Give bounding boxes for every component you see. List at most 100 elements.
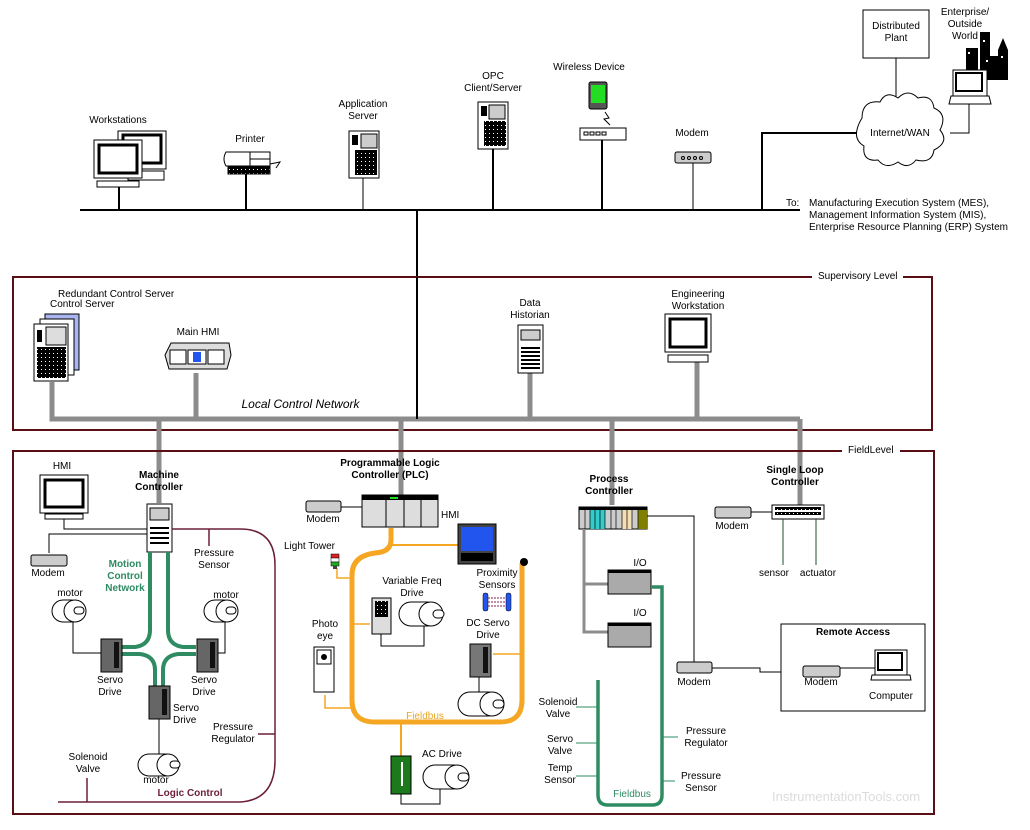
- data-historian-icon[interactable]: [517, 324, 544, 374]
- io-module-icon[interactable]: [607, 569, 652, 595]
- motion-control-network-label: Motion Control Network: [105, 559, 145, 594]
- printer-label: Printer: [235, 134, 265, 145]
- remote-computer-label: Computer: [869, 691, 913, 702]
- data-historian-label: Data Historian: [510, 298, 550, 321]
- vfd-label: Variable Freq Drive: [382, 576, 442, 599]
- enterprise-laptop-icon[interactable]: [948, 69, 992, 134]
- enterprise-world-label: Enterprise/ Outside World: [940, 7, 990, 42]
- motor-icon: [51, 599, 102, 654]
- plc-hmi-icon[interactable]: [457, 523, 497, 565]
- single-loop-modem-label: Modem: [715, 521, 749, 532]
- servo-drive-label: Servo Drive: [173, 703, 200, 726]
- engineering-workstation-icon[interactable]: [664, 313, 712, 363]
- process-solenoid-valve-label: Solenoid Valve: [538, 697, 578, 720]
- servo-drive-label: Servo Drive: [190, 675, 218, 698]
- machine-hmi-label: HMI: [52, 461, 72, 472]
- proximity-sensors-icon: [482, 592, 512, 612]
- light-tower-label: Light Tower: [284, 541, 335, 552]
- field-level-label: FieldLevel: [842, 445, 900, 457]
- machine-modem-icon[interactable]: [30, 554, 68, 567]
- motor-icon: [400, 764, 470, 805]
- motor-label: motor: [213, 590, 239, 601]
- dc-servo-drive-label: DC Servo Drive: [466, 618, 510, 641]
- plc-modem-icon[interactable]: [305, 500, 342, 513]
- main-hmi-icon[interactable]: [164, 342, 232, 370]
- plc-icon[interactable]: [361, 494, 439, 528]
- local-control-network: [49, 362, 803, 505]
- vfd-icon[interactable]: [371, 597, 392, 635]
- main-hmi-label: Main HMI: [176, 327, 220, 338]
- engineering-workstation-label: Engineering Workstation: [671, 289, 725, 312]
- application-server-icon[interactable]: [348, 130, 380, 210]
- sensor-label: sensor: [758, 568, 789, 579]
- photo-eye-icon: [313, 646, 335, 693]
- servo-drive-label: Servo Drive: [96, 675, 124, 698]
- workstations-icon[interactable]: [93, 130, 167, 210]
- local-control-network-label: Local Control Network: [241, 397, 360, 411]
- internet-cloud-icon[interactable]: [856, 92, 945, 166]
- enterprise-systems-label: Manufacturing Execution System (MES), Ma…: [809, 198, 1008, 233]
- process-controller-icon[interactable]: [578, 506, 648, 530]
- single-loop-controller-icon[interactable]: [771, 504, 825, 520]
- field-level-frame: [12, 450, 935, 815]
- dc-servo-drive-icon[interactable]: [469, 643, 492, 692]
- machine-controller-label: Machine Controller: [135, 470, 183, 493]
- motor-icon: [457, 691, 505, 717]
- motor-label: motor: [143, 775, 169, 786]
- remote-modem-icon[interactable]: [802, 665, 841, 678]
- servo-drive-icon[interactable]: [100, 638, 123, 673]
- motor-label: motor: [57, 588, 83, 599]
- ac-drive-icon[interactable]: [390, 755, 412, 795]
- control-server-icon[interactable]: [33, 313, 80, 382]
- logic-control-label: Logic Control: [157, 788, 223, 799]
- application-server-label: Application Server: [338, 99, 388, 122]
- watermark: InstrumentationTools.com: [772, 789, 921, 804]
- process-pressure-sensor-label: Pressure Sensor: [680, 771, 721, 794]
- plc-fieldbus: [324, 528, 525, 756]
- logic-control-bus: [58, 528, 276, 803]
- control-server-label: Control Server: [50, 299, 115, 310]
- distributed-plant-label[interactable]: Distributed Plant: [872, 21, 920, 44]
- servo-drive-icon[interactable]: [196, 638, 219, 673]
- plc-modem-label: Modem: [306, 514, 340, 525]
- light-tower-icon: [330, 553, 340, 569]
- distributed-plant-box[interactable]: [862, 9, 930, 100]
- wireless-device-label: Wireless Device: [553, 62, 625, 73]
- motor-icon: [380, 601, 445, 647]
- motion-control-network: [122, 552, 196, 688]
- servo-drive-icon[interactable]: [148, 685, 171, 720]
- process-fieldbus-label: Fieldbus: [613, 789, 651, 800]
- process-fieldbus-taps: [576, 706, 678, 782]
- single-loop-modem-icon[interactable]: [714, 506, 752, 519]
- io-label: I/O: [633, 608, 647, 619]
- workstations-label: Workstations: [89, 115, 147, 126]
- motor-icon: [137, 753, 181, 777]
- machine-controller-icon[interactable]: [146, 503, 173, 553]
- remote-access-label: Remote Access: [815, 627, 891, 638]
- remote-computer-icon[interactable]: [870, 649, 912, 681]
- process-pressure-regulator-label: Pressure Regulator: [684, 726, 728, 749]
- enterprise-modem-icon[interactable]: [674, 151, 712, 210]
- actuator-label: actuator: [799, 568, 837, 579]
- wireless-device-icon[interactable]: [579, 81, 627, 210]
- photo-eye-label: Photo eye: [311, 619, 339, 642]
- process-modem-icon[interactable]: [676, 661, 713, 674]
- machine-modem-label: Modem: [31, 568, 65, 579]
- machine-hmi-icon[interactable]: [39, 474, 89, 520]
- redundant-server-label: Redundant Control Server: [58, 289, 175, 300]
- plc-hmi-label: HMI: [441, 510, 460, 521]
- servo-valve-label: Servo Valve: [546, 734, 574, 757]
- process-modem-label: Modem: [677, 677, 711, 688]
- ac-drive-label: AC Drive: [421, 749, 462, 760]
- machine-pressure-regulator-label: Pressure Regulator: [211, 722, 255, 745]
- fieldbus-terminator: [520, 558, 528, 566]
- io-module-icon[interactable]: [607, 622, 652, 648]
- opc-server-icon[interactable]: [477, 101, 509, 210]
- machine-pressure-sensor-label: Pressure Sensor: [193, 548, 234, 571]
- remote-modem-label: Modem: [804, 677, 838, 688]
- printer-icon[interactable]: [223, 151, 282, 210]
- proximity-sensors-label: Proximity Sensors: [476, 568, 518, 591]
- to-prefix: To:: [786, 198, 800, 209]
- process-fieldbus: [596, 585, 664, 807]
